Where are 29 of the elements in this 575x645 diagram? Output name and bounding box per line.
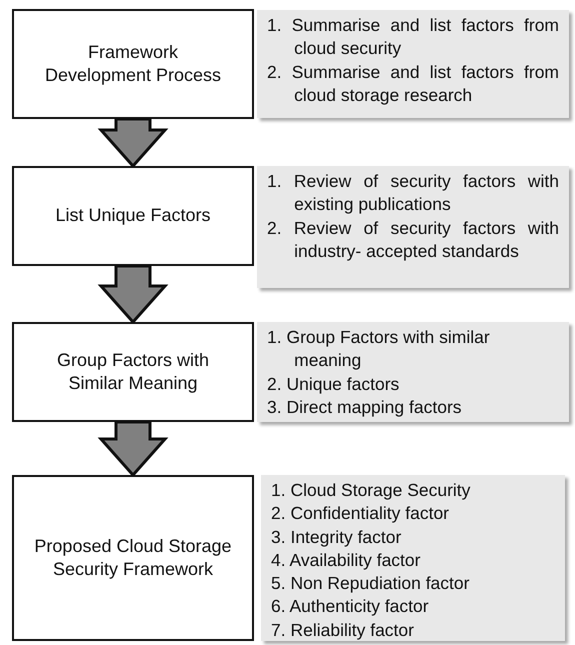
- detail-panel: [257, 322, 569, 422]
- list-item: 7. Reliability factor: [271, 618, 415, 642]
- process-box: [12, 475, 254, 641]
- process-box: [12, 9, 254, 119]
- block-arrow: [98, 420, 168, 478]
- step-title: Framework Development Process: [44, 40, 222, 87]
- list-item: 1. Group Factors with similar meaning: [267, 326, 491, 372]
- detail-panel: [257, 166, 569, 288]
- list-item: 1. Cloud Storage Security: [271, 479, 472, 502]
- detail-panel: [257, 10, 569, 118]
- list-item: 3. Direct mapping factors: [267, 396, 463, 419]
- step-title: Proposed Cloud Storage Security Framework: [34, 534, 232, 581]
- step-title: Group Factors with Similar Meaning: [56, 348, 210, 395]
- process-box: [12, 166, 254, 266]
- list-item: 1. Summarise and list factors from cloud security: [267, 14, 559, 60]
- list-item: 6. Authenticity factor: [271, 595, 430, 618]
- block-arrow: [98, 118, 168, 168]
- block-arrow: [98, 264, 168, 324]
- list-item: 2. Unique factors: [267, 372, 400, 396]
- list-item: 1. Review of security factors with existing publications: [267, 170, 559, 216]
- list-item: 2. Confidentiality factor: [271, 502, 450, 526]
- list-item: 5. Non Repudiation factor: [271, 572, 470, 596]
- process-box: [12, 322, 254, 422]
- list-item: 3. Integrity factor: [271, 526, 402, 549]
- list-item: 2. Summarise and list factors from cloud storage research: [267, 60, 559, 107]
- step-title: List Unique Factors: [55, 204, 211, 228]
- detail-panel: [261, 475, 565, 641]
- list-item: 4. Availability factor: [271, 548, 422, 572]
- list-item: 2. Review of security factors with industry- accepted standards: [267, 216, 559, 263]
